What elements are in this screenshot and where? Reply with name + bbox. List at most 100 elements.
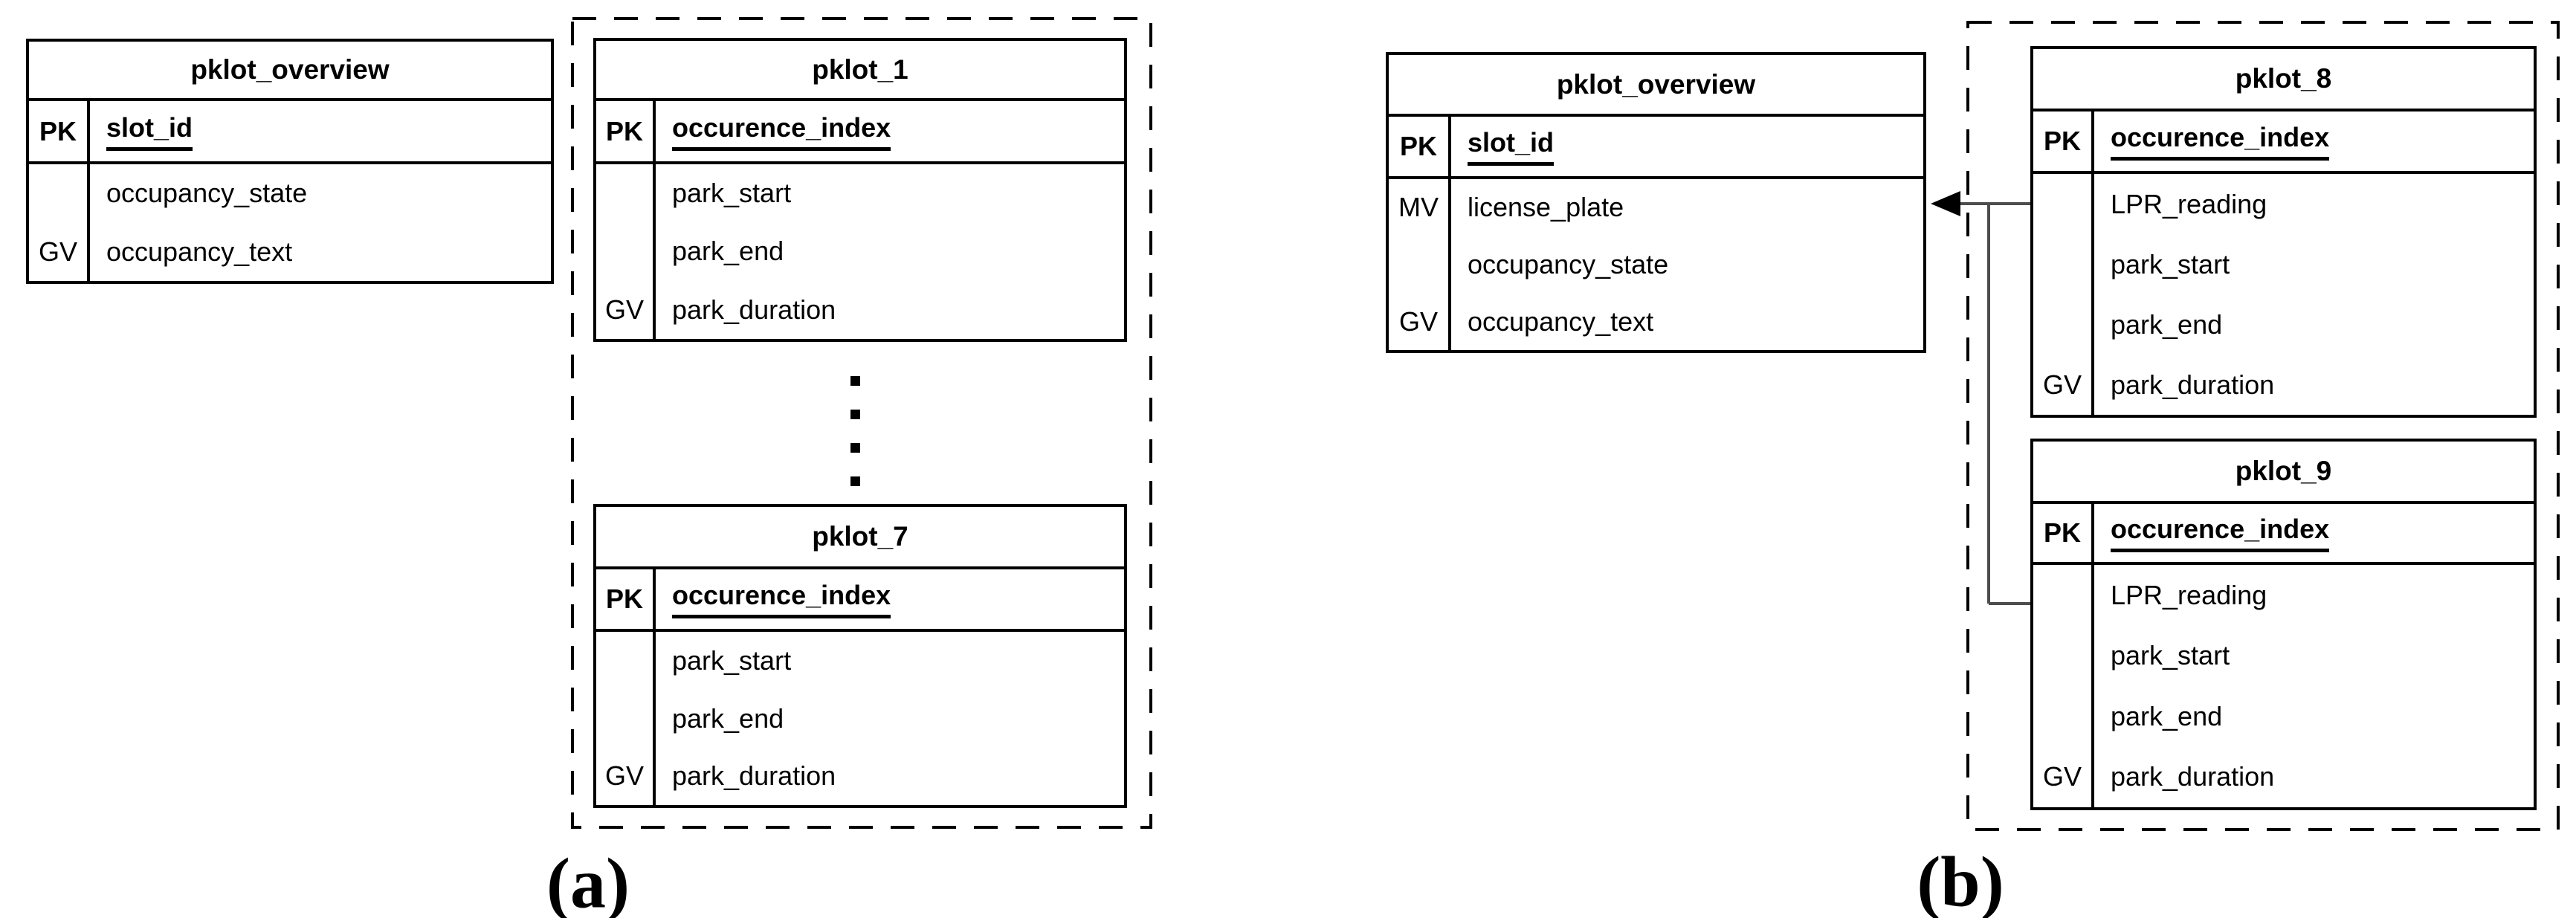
primary-key-row: PK slot_id — [29, 101, 551, 164]
ellipsis-dot — [850, 442, 860, 453]
attr-cell: park_end — [672, 702, 784, 734]
attr-row: GV occupancy_text — [29, 222, 551, 281]
attr-cell: occurence_index — [2094, 111, 2534, 171]
key-cell — [2033, 174, 2094, 234]
key-cell: MV — [1389, 179, 1451, 236]
attr-row: LPR_reading — [2033, 174, 2534, 234]
attr-cell: park_start — [2111, 640, 2230, 671]
key-cell: GV — [1389, 293, 1451, 351]
attr-cell: slot_id — [1451, 117, 1923, 176]
key-cell — [596, 222, 656, 281]
primary-key-attr: occurence_index — [672, 580, 891, 618]
attr-row: park_end — [596, 689, 1124, 748]
attr-cell: license_plate — [1468, 192, 1624, 223]
attr-row: park_start — [2033, 234, 2534, 294]
key-cell: PK — [29, 101, 90, 161]
attr-cell: park_duration — [672, 294, 836, 325]
key-cell — [2033, 686, 2094, 747]
arrowhead-icon — [1931, 191, 1960, 216]
table-title: pklot_7 — [596, 507, 1124, 569]
key-cell: PK — [1389, 117, 1451, 176]
attr-cell: park_duration — [672, 760, 836, 792]
attr-row: LPR_reading — [2033, 565, 2534, 626]
attr-cell: occurence_index — [2094, 504, 2534, 562]
table-title: pklot_9 — [2033, 442, 2534, 504]
attr-cell: park_duration — [2111, 369, 2275, 400]
attr-cell: park_start — [672, 178, 792, 209]
attr-cell: occupancy_text — [106, 236, 293, 267]
key-cell — [2033, 565, 2094, 626]
key-cell — [2033, 234, 2094, 294]
panel-label-a: (a) — [546, 843, 630, 918]
attr-cell: occupancy_text — [1468, 306, 1654, 337]
key-cell: GV — [29, 222, 90, 281]
attr-row: MV license_plate — [1389, 179, 1923, 236]
primary-key-attr: occurence_index — [672, 112, 891, 151]
attr-row: GV occupancy_text — [1389, 293, 1923, 351]
attr-cell: park_end — [2111, 700, 2223, 731]
key-cell — [2033, 294, 2094, 355]
primary-key-row: PK occurence_index — [596, 101, 1124, 164]
key-cell — [29, 164, 90, 223]
attr-cell: park_start — [2111, 248, 2230, 279]
relation-arrow — [1931, 191, 2030, 605]
group-box-panel-a — [571, 17, 1152, 829]
primary-key-attr: slot_id — [106, 112, 193, 151]
key-cell: GV — [2033, 355, 2094, 415]
attr-row: park_start — [596, 632, 1124, 690]
attr-cell: park_duration — [2111, 761, 2275, 792]
key-cell: PK — [2033, 504, 2094, 562]
attr-row: park_start — [596, 164, 1124, 223]
table-title: pklot_overview — [29, 42, 551, 101]
key-cell: PK — [2033, 111, 2094, 171]
attr-cell: park_start — [672, 644, 792, 676]
attr-cell: occurence_index — [656, 101, 1124, 161]
attr-cell: LPR_reading — [2111, 579, 2267, 610]
attr-cell: park_end — [672, 236, 784, 267]
key-cell: GV — [2033, 746, 2094, 807]
key-cell — [2033, 625, 2094, 686]
attr-row: park_start — [2033, 625, 2534, 686]
attr-row: GV park_duration — [2033, 746, 2534, 807]
attr-cell: LPR_reading — [2111, 188, 2267, 219]
key-cell: PK — [596, 101, 656, 161]
ellipsis-dot — [850, 476, 860, 486]
table-title: pklot_8 — [2033, 49, 2534, 111]
group-box-panel-b — [1966, 21, 2560, 831]
ellipsis-dot — [850, 375, 860, 386]
key-cell — [596, 164, 656, 223]
panel-label-b: (b) — [1917, 841, 2004, 918]
key-cell: GV — [596, 280, 656, 339]
attr-row: park_end — [2033, 294, 2534, 355]
ellipsis-dot — [850, 409, 860, 419]
key-cell — [596, 689, 656, 748]
primary-key-row: PK occurence_index — [596, 569, 1124, 632]
key-cell: GV — [596, 747, 656, 806]
attr-row: GV park_duration — [596, 747, 1124, 806]
attr-row: occupancy_state — [29, 164, 551, 223]
attr-cell: slot_id — [90, 101, 551, 161]
attr-row: park_end — [2033, 686, 2534, 747]
table-title: pklot_overview — [1389, 55, 1923, 117]
table-title: pklot_1 — [596, 41, 1124, 101]
attr-row: GV park_duration — [596, 280, 1124, 339]
attr-cell: occupancy_state — [106, 178, 308, 209]
attr-row: occupancy_state — [1389, 236, 1923, 294]
attr-row: park_end — [596, 222, 1124, 281]
key-cell — [1389, 236, 1451, 294]
key-cell: PK — [596, 569, 656, 629]
